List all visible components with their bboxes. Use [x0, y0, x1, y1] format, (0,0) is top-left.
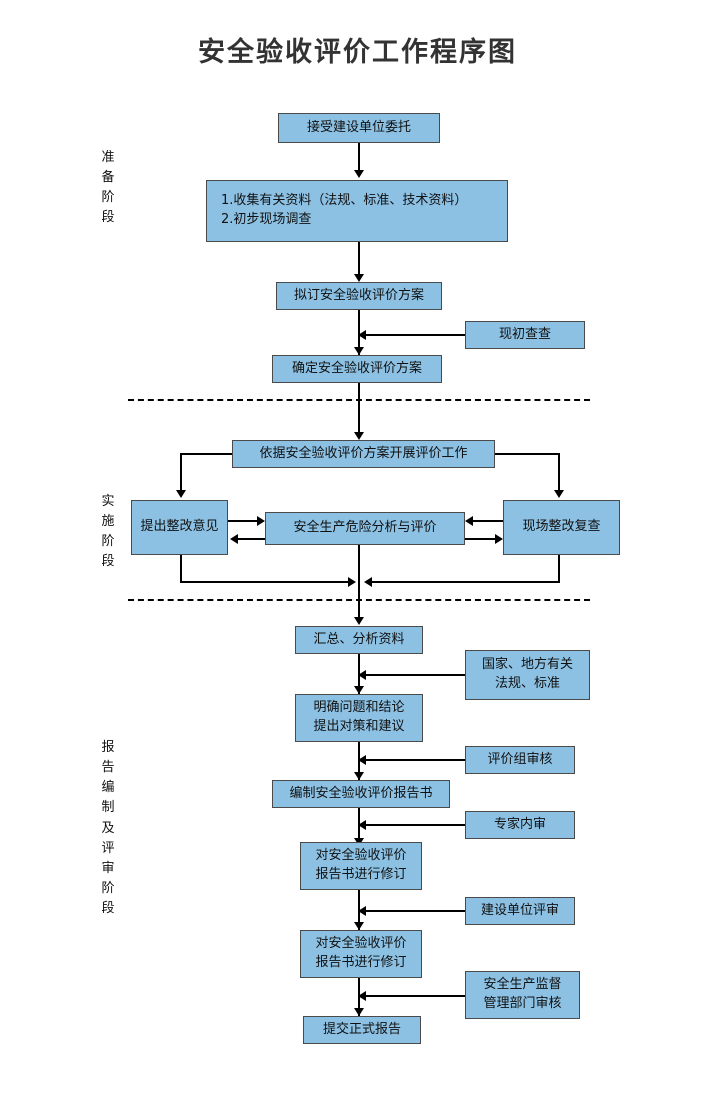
arrowhead-down-revise2	[354, 922, 364, 930]
page-title: 安全验收评价工作程序图	[198, 37, 517, 68]
arrowhead-right-merge-left	[348, 577, 356, 587]
connector-recheck-to-hazard	[473, 520, 503, 522]
node-expert-internal-review[interactable]: 专家内审	[465, 811, 575, 839]
connector-construction-to-main	[366, 910, 465, 912]
connector-survey-to-main	[366, 334, 465, 336]
arrowhead-down-collect	[354, 170, 364, 178]
connector-evaluation-branch-left	[180, 453, 232, 455]
connector-rectification-merge	[180, 581, 352, 583]
node-clarify-conclusion[interactable]: 明确问题和结论 提出对策和建议	[295, 694, 423, 742]
arrowhead-left-supervision	[358, 991, 366, 1001]
stage-separator-2	[128, 599, 590, 601]
arrowhead-left-merge-right	[364, 577, 372, 587]
connector-recheck-down	[558, 555, 560, 583]
node-preliminary-survey[interactable]: 现初查查	[465, 321, 585, 349]
node-submit-final-report[interactable]: 提交正式报告	[303, 1016, 421, 1044]
arrowhead-down-rectification	[176, 490, 186, 498]
arrowhead-left-expert	[358, 820, 366, 830]
node-onsite-recheck[interactable]: 现场整改复查	[503, 500, 620, 555]
arrowhead-down-recheck	[554, 490, 564, 498]
arrowhead-down-clarify	[354, 686, 364, 694]
arrowhead-left-survey	[358, 330, 366, 340]
connector-rectification-down	[180, 555, 182, 583]
connector-review-group-to-main	[366, 759, 465, 761]
node-revise-report-1[interactable]: 对安全验收评价 报告书进行修订	[300, 842, 422, 890]
stage-label-implementation: 实施阶段	[101, 494, 115, 570]
arrowhead-right-recheck-in	[495, 534, 503, 544]
connector-hazard-to-recheck	[465, 538, 495, 540]
connector-regs-to-main	[366, 674, 465, 676]
arrowhead-left-hazard-in	[465, 516, 473, 526]
node-review-group[interactable]: 评价组审核	[465, 746, 575, 774]
arrowhead-down-confirm	[354, 347, 364, 355]
node-construction-unit-review[interactable]: 建设单位评审	[465, 897, 575, 925]
arrowhead-left-construction	[358, 906, 366, 916]
connector-confirm-to-evaluation	[358, 383, 360, 438]
arrowhead-down-submit	[354, 1008, 364, 1016]
arrowhead-down-compile	[354, 772, 364, 780]
arrowhead-down-summarize	[354, 617, 364, 625]
stage-label-reporting: 报告编制及评审阶段	[101, 740, 115, 917]
connector-hazard-to-rectification	[238, 538, 265, 540]
connector-evaluation-left-down	[180, 453, 182, 492]
connector-hazard-down-main	[358, 545, 360, 623]
connector-supervision-to-main	[366, 995, 465, 997]
arrowhead-down-evaluation	[354, 432, 364, 440]
node-compile-report[interactable]: 编制安全验收评价报告书	[272, 780, 450, 808]
stage-label-preparation: 准备阶段	[101, 150, 115, 226]
node-summarize-data[interactable]: 汇总、分析资料	[295, 626, 423, 654]
arrowhead-left-review-group	[358, 755, 366, 765]
connector-rectification-to-hazard	[228, 520, 257, 522]
connector-expert-to-main	[366, 824, 465, 826]
arrowhead-left-rectification-in	[230, 534, 238, 544]
node-safety-supervision-review[interactable]: 安全生产监督 管理部门审核	[465, 971, 580, 1019]
node-carry-out-evaluation[interactable]: 依据安全验收评价方案开展评价工作	[232, 440, 495, 468]
connector-accept-to-collect	[358, 143, 360, 172]
arrowhead-left-regs	[358, 670, 366, 680]
node-draft-plan[interactable]: 拟订安全验收评价方案	[276, 282, 442, 310]
node-confirm-plan[interactable]: 确定安全验收评价方案	[272, 355, 442, 383]
arrowhead-down-draft	[354, 274, 364, 282]
node-collect-data[interactable]: 1.收集有关资料（法规、标准、技术资料） 2.初步现场调查	[206, 180, 508, 242]
node-rectification-opinion[interactable]: 提出整改意见	[131, 500, 228, 555]
connector-collect-to-draft	[358, 242, 360, 280]
node-national-local-regs[interactable]: 国家、地方有关 法规、标准	[465, 650, 590, 700]
connector-evaluation-branch-right	[495, 453, 560, 455]
connector-recheck-merge	[372, 581, 560, 583]
node-revise-report-2[interactable]: 对安全验收评价 报告书进行修订	[300, 930, 422, 978]
arrowhead-right-hazard-in	[257, 516, 265, 526]
node-hazard-analysis[interactable]: 安全生产危险分析与评价	[265, 512, 465, 545]
connector-evaluation-right-down	[558, 453, 560, 492]
node-accept-commission[interactable]: 接受建设单位委托	[278, 113, 440, 143]
